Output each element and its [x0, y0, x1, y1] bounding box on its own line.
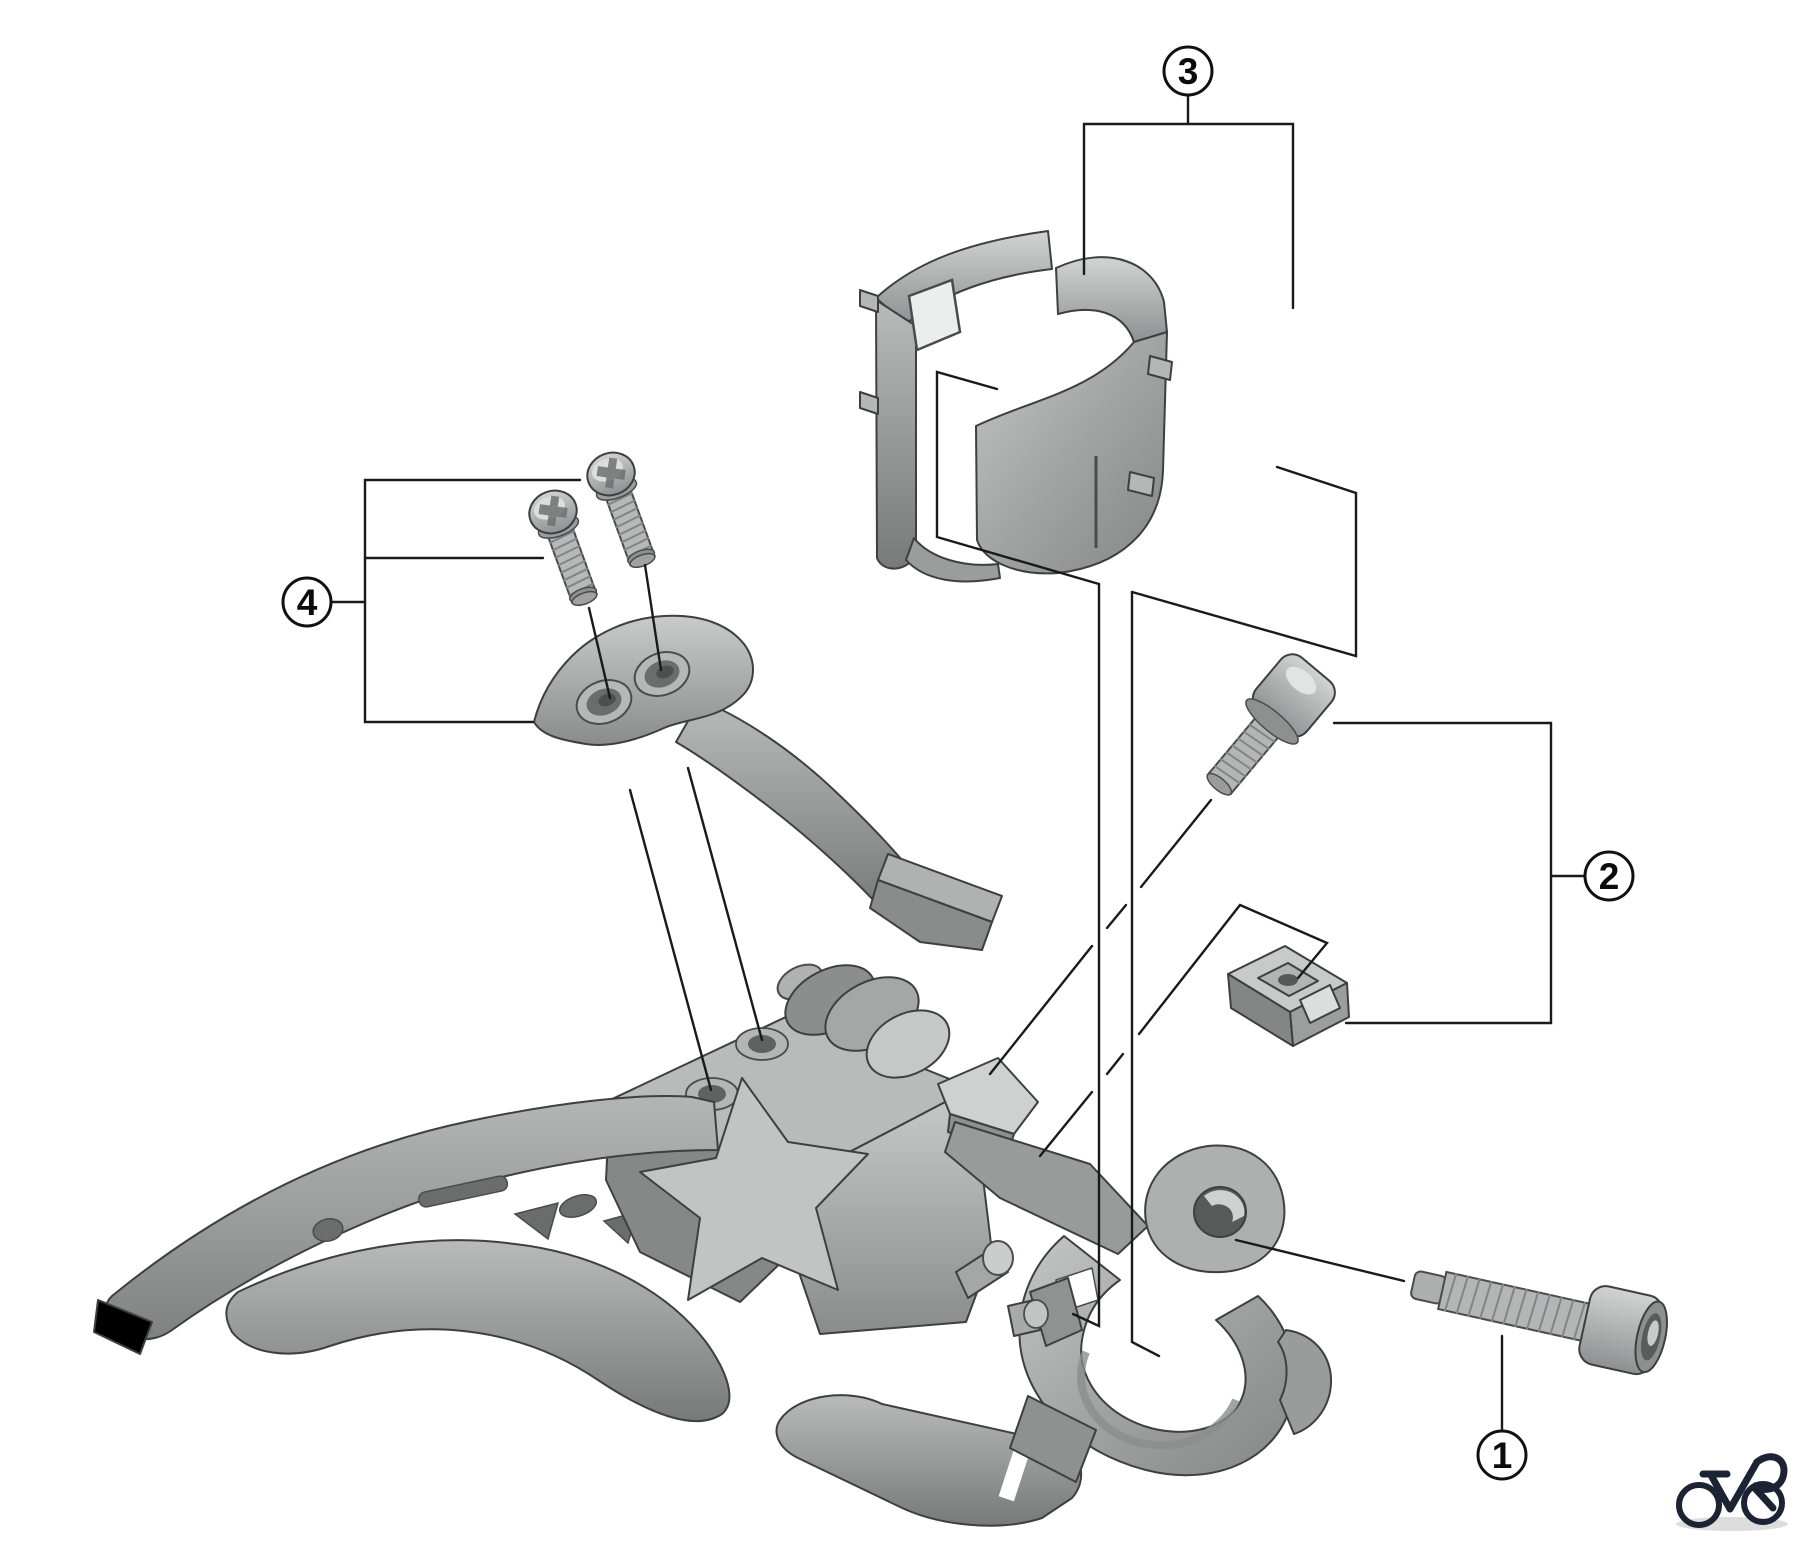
- blade-triangle-cutout: [513, 1201, 560, 1241]
- back-plate-foot: [869, 879, 993, 951]
- band-tab-upper: [1147, 355, 1173, 381]
- band-peg-lower: [859, 391, 879, 415]
- logo-rear-wheel: [1676, 1482, 1722, 1528]
- nut-assembly-line: [1038, 1018, 1152, 1158]
- band-right-shell: [975, 331, 1168, 575]
- part-1-clamp-bolt: [1410, 1270, 1668, 1376]
- band-left-half: [859, 230, 1053, 583]
- inner-cage-plate: [225, 1239, 731, 1423]
- logo-front-wheel: [1741, 1481, 1785, 1525]
- inner-plate-slot-cutout: [558, 1194, 598, 1218]
- band-right-half: [975, 256, 1173, 575]
- band-peg-upper: [859, 289, 879, 313]
- callout-1-bracket: [1234, 1238, 1504, 1434]
- plate-assembly-line: [628, 788, 713, 1092]
- callout-4-bracket: [328, 478, 764, 1092]
- callout-4: 4: [281, 576, 333, 628]
- band-left-foot: [905, 537, 1001, 583]
- band-tab-lower: [1127, 471, 1155, 497]
- nut-step-highlight: [1299, 984, 1341, 1024]
- bolt-assembly-line: [988, 798, 1213, 1076]
- part-2-fixing-bolt: [1206, 653, 1336, 796]
- link-bar: [944, 1121, 1149, 1255]
- band-window-cutout: [907, 278, 962, 352]
- callout-2-bracket: [988, 721, 1588, 1158]
- nut-left-face: [1227, 973, 1294, 1047]
- screw-hole-front: [698, 1085, 726, 1103]
- band-right-top-rim: [1055, 256, 1168, 343]
- blade-round-hole: [312, 1217, 344, 1243]
- clamp-bolt-threads: [1443, 1272, 1587, 1341]
- callout-1-number: 1: [1492, 1435, 1513, 1476]
- derailleur-body: [93, 963, 1333, 1527]
- assembly-line: [1130, 590, 1161, 1358]
- callout-4-circle: [281, 576, 333, 628]
- bicycle-logo: [1676, 1453, 1788, 1531]
- clamp-ring: [1007, 1144, 1333, 1483]
- callout-2-circle: [1583, 850, 1635, 902]
- cable-anchor-wing: [937, 1057, 1039, 1135]
- plate-assembly-line: [686, 766, 764, 1042]
- part-3-clamp-band-adapter: [859, 230, 1173, 583]
- callout-3-number: 3: [1178, 51, 1199, 92]
- bracket-line: [1332, 721, 1553, 1025]
- callout-3-circle: [1162, 45, 1214, 97]
- assembly-line: [1071, 582, 1101, 1328]
- logo-loop: [1749, 1453, 1788, 1512]
- bottom-foot: [775, 1394, 1082, 1527]
- part-2-square-nut: [1227, 945, 1350, 1047]
- nut-hole: [1278, 974, 1298, 986]
- clamp-left-ear: [1007, 1277, 1083, 1347]
- part-4-screw-front: [522, 483, 610, 613]
- callout-4-number: 4: [297, 582, 318, 623]
- callout-3: 3: [1162, 45, 1214, 97]
- blade-tip-foot: [93, 1299, 153, 1355]
- band-left-column: [875, 299, 917, 570]
- part-4-screw-rear: [580, 445, 668, 575]
- logo-frame: [1708, 1458, 1761, 1513]
- clamp-ring-inner-shadow: [1077, 1350, 1240, 1450]
- clamp-bolt-hole-inner-wall: [1204, 1190, 1245, 1222]
- outer-cage-plate: [105, 1095, 719, 1341]
- callout-1-circle: [1476, 1429, 1528, 1481]
- nut-bracket-line: [1148, 903, 1329, 1022]
- bracket-line: [935, 370, 1101, 586]
- link-pivot-pin: [955, 1240, 1014, 1299]
- clamp-rear-wedge: [1277, 1329, 1333, 1435]
- screw-assembly-line: [587, 606, 612, 700]
- screw-hole-rear: [748, 1035, 776, 1053]
- blade-slot-cutout: [418, 1175, 509, 1208]
- callout-2: 2: [1583, 850, 1635, 902]
- band-left-top-rim: [875, 230, 1053, 325]
- part-4-back-plate: [533, 614, 1003, 951]
- back-plate-hole-rear: [633, 651, 691, 697]
- callout-1: 1: [1476, 1429, 1528, 1481]
- star-spring-plate: [639, 1077, 869, 1301]
- bolt-assembly-line: [1234, 1238, 1406, 1283]
- clamp-foot: [1009, 1395, 1097, 1483]
- callout-3-bracket: [935, 93, 1358, 1358]
- bracket-line: [1130, 465, 1358, 658]
- back-plate-hole-front: [575, 679, 633, 725]
- screw-assembly-line: [643, 563, 663, 672]
- callout-2-number: 2: [1599, 856, 1620, 897]
- pivot-stack: [776, 963, 951, 1079]
- bracket-line: [1082, 122, 1295, 310]
